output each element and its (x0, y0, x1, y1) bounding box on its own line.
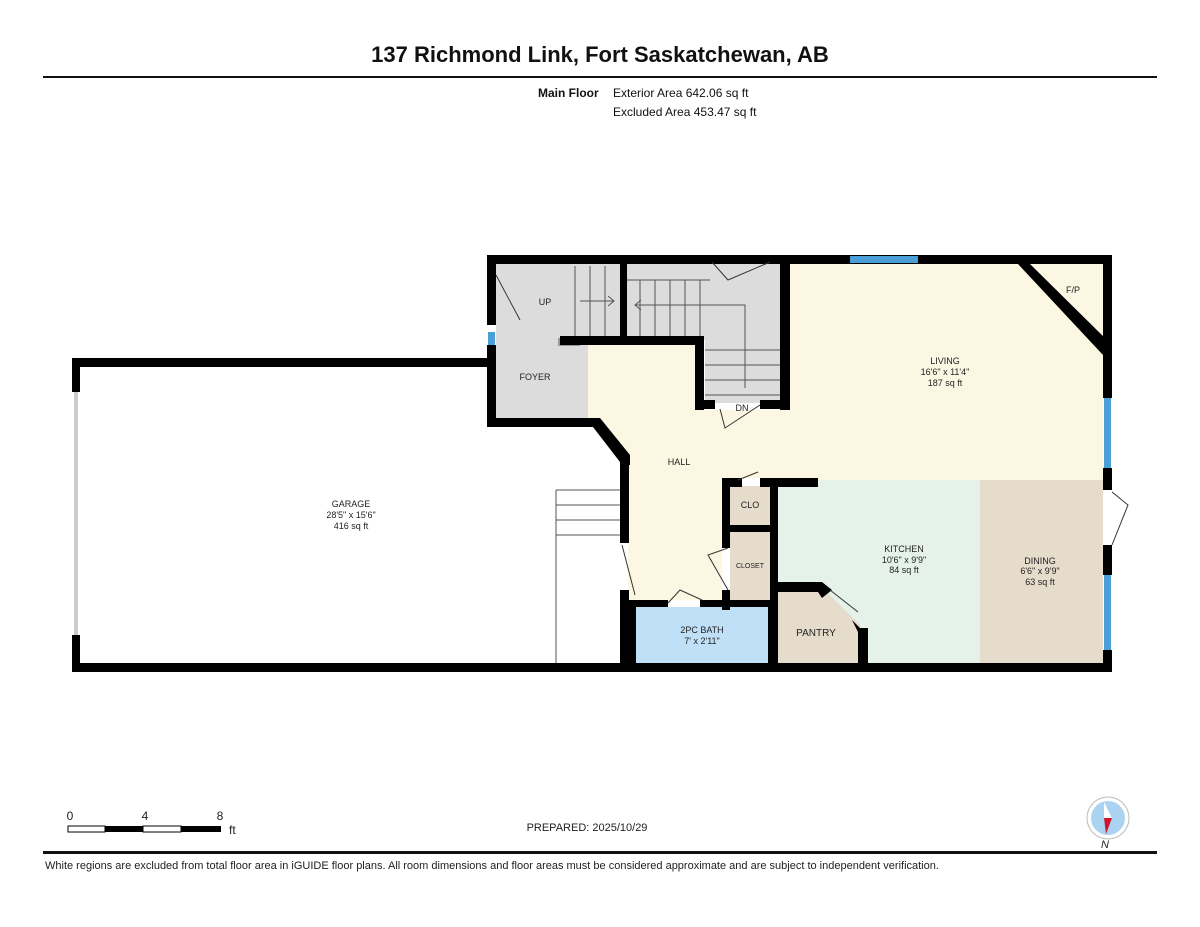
dining-dims: 6'6" x 9'9" (1020, 566, 1059, 576)
garage-door-opening (74, 392, 78, 635)
dining-area: 63 sq ft (1025, 577, 1055, 587)
excluded-area: Excluded Area 453.47 sq ft (613, 105, 757, 119)
garage-dims: 28'5" x 15'6" (326, 510, 375, 520)
clo-floor (730, 486, 770, 526)
hall-name: HALL (668, 457, 691, 467)
scale-label-0: 0 (67, 809, 74, 823)
stairs-down (627, 264, 780, 340)
dining-name: DINING (1024, 556, 1056, 566)
garage-area: 416 sq ft (334, 521, 369, 531)
living-floor (790, 264, 1103, 480)
compass-icon: N (1086, 796, 1130, 851)
prepared-date: PREPARED: 2025/10/29 (527, 822, 648, 834)
dining-floor (980, 480, 1103, 663)
scale-label-4: 4 (142, 809, 149, 823)
garage-name: GARAGE (332, 499, 371, 509)
exterior-area: Exterior Area 642.06 sq ft (613, 86, 749, 100)
bath-name: 2PC BATH (680, 625, 723, 635)
kitchen-name: KITCHEN (884, 544, 924, 554)
fireplace-label: F/P (1066, 285, 1080, 295)
floor-name: Main Floor (538, 86, 599, 100)
pantry-floor (778, 587, 860, 663)
stairs-down-label: DN (736, 403, 749, 413)
windows (488, 256, 1111, 650)
stairs-down-lower (705, 335, 780, 403)
clo-name: CLO (741, 500, 760, 510)
living-dims: 16'6" x 11'4" (921, 367, 970, 377)
scale-bar: 0 4 8 ft (67, 809, 237, 837)
compass-north-label: N (1101, 839, 1109, 851)
pantry-name: PANTRY (796, 628, 836, 639)
bath-floor (636, 607, 768, 663)
disclaimer: White regions are excluded from total fl… (45, 860, 939, 872)
foyer-name: FOYER (519, 372, 551, 382)
living-name: LIVING (930, 356, 960, 366)
kitchen-area: 84 sq ft (889, 565, 919, 575)
footer-divider (43, 851, 1157, 854)
door-swings (495, 261, 1129, 613)
scale-label-8: 8 (217, 809, 224, 823)
stairs-up-label: UP (539, 297, 552, 307)
stairs-up (560, 264, 622, 340)
living-area: 187 sq ft (928, 378, 963, 388)
walls (72, 255, 1112, 672)
kitchen-dims: 10'6" x 9'9" (882, 555, 926, 565)
closet-floor (730, 532, 770, 600)
stair-treads (555, 266, 780, 663)
closet-name: CLOSET (736, 563, 765, 570)
bath-dims: 7' x 2'11" (684, 636, 720, 646)
hall-floor (588, 345, 790, 600)
header-divider (43, 76, 1157, 78)
scale-unit: ft (229, 823, 236, 837)
page-title: 137 Richmond Link, Fort Saskatchewan, AB (371, 42, 829, 67)
